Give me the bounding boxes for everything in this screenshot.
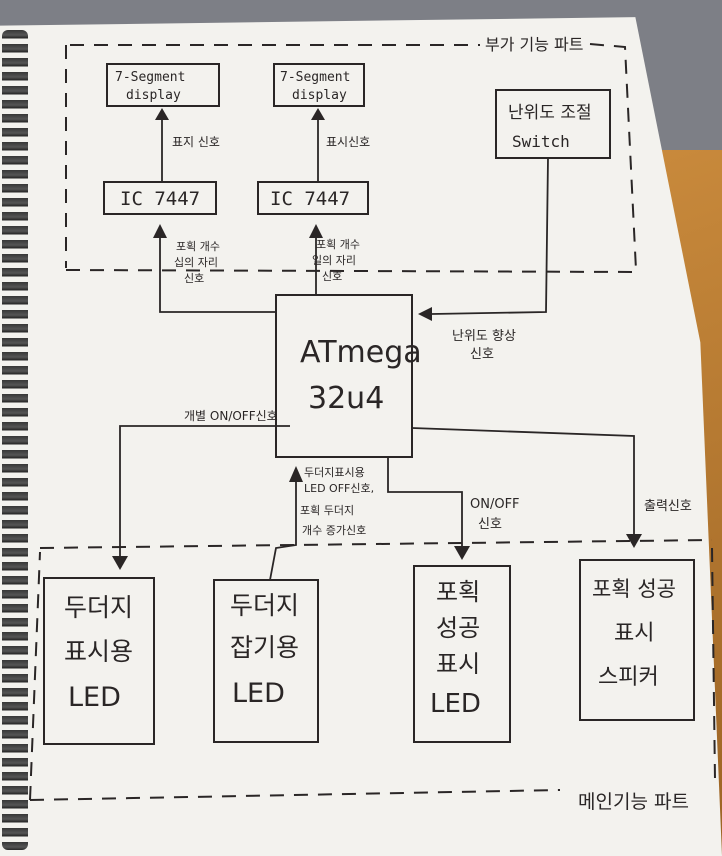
speaker-line3: 스피커: [598, 665, 659, 690]
difficulty-up-line2: 신호: [470, 347, 494, 362]
led3-line1: 포획: [436, 578, 480, 606]
main-section-top-border: [39, 539, 713, 549]
switch-to-mcu-line: [431, 157, 549, 315]
display-signal-2: 표시신호: [326, 135, 370, 149]
led3-line2: 성공: [436, 614, 480, 642]
mole-led-in-line3: 포획 두더지: [300, 504, 354, 517]
mcu-line1: ATmega: [300, 335, 422, 370]
seg-display-1-box: [106, 63, 220, 107]
led2-line1: 두더지: [230, 591, 299, 620]
mcu-to-speaker-line: [411, 427, 635, 536]
count-ones-line1: 포획 개수: [316, 238, 360, 251]
ic1-to-seg1-arrowhead: [155, 108, 169, 120]
ic-7447-1-box: [103, 181, 217, 215]
ic-7447-2-box: [257, 181, 369, 215]
seg-display-1-line2: display: [126, 88, 181, 103]
switch-to-mcu-arrowhead: [418, 307, 432, 321]
seg-display-2-box: [273, 63, 365, 107]
count-tens-line3: 신호: [184, 272, 204, 285]
count-ones-line2: 일의 자리: [312, 253, 356, 267]
main-section-title: 메인기능 파트: [578, 791, 689, 813]
mcu-to-success-led-line: [387, 457, 463, 548]
mcu-to-ic2-arrowhead: [309, 224, 323, 238]
led-mole-catch-box: [213, 579, 319, 743]
spiral-binding: [2, 30, 28, 850]
ic-7447-1-label: IC 7447: [120, 188, 200, 210]
led1-line3: LED: [68, 682, 121, 713]
led-mole-display-box: [43, 577, 155, 745]
switch-line2: Switch: [512, 132, 570, 151]
mole-led-in-line2: LED OFF신호,: [304, 482, 374, 495]
count-ones-line3: 신호: [322, 270, 342, 283]
mole-led-in-line1: 두더지표시용: [304, 466, 365, 479]
seg-display-2-line2: display: [292, 88, 347, 103]
switch-line1: 난위도 조절: [508, 103, 592, 123]
main-section-bottom-border: [29, 789, 561, 801]
led3-line3: 표시: [436, 650, 480, 678]
mcu-box: [275, 294, 413, 458]
mcu-line2: 32u4: [308, 381, 384, 416]
count-tens-line1: 포획 개수: [176, 240, 220, 253]
count-tens-line2: 십의 자리: [174, 256, 218, 269]
mcu-to-led1-arrowhead: [112, 556, 128, 570]
led-success-box: [413, 565, 511, 743]
individual-onoff-signal: 개별 ON/OFF신호: [184, 409, 278, 423]
speaker-line2: 표시: [614, 621, 654, 646]
ic-7447-2-label: IC 7447: [270, 188, 350, 210]
display-signal-1: 표지 신호: [172, 135, 220, 149]
mcu-to-success-led-arrowhead: [454, 546, 470, 560]
mcu-to-led1-line: [119, 425, 290, 558]
difficulty-switch-box: [495, 89, 611, 159]
aux-section-title: 부가 기능 파트: [485, 35, 584, 54]
led2-to-mcu-line: [269, 480, 297, 581]
onoff-line2: 신호: [478, 517, 502, 532]
aux-section-bottom-border: [65, 269, 637, 273]
output-signal: 출력신호: [644, 499, 692, 514]
seg-display-2-line1: 7-Segment: [280, 70, 350, 85]
seg-display-1-line1: 7-Segment: [115, 70, 185, 85]
led2-to-mcu-arrowhead: [289, 466, 303, 482]
mcu-to-speaker-arrowhead: [626, 534, 642, 548]
speaker-line1: 포획 성공: [592, 577, 676, 601]
mole-led-in-line4: 개수 증가신호: [302, 524, 366, 537]
aux-section-right-border: [589, 43, 637, 271]
mcu-to-ic1-arrowhead: [153, 224, 167, 238]
main-section-left-border: [29, 551, 41, 801]
speaker-box: [579, 559, 695, 721]
mcu-to-ic1-line: [159, 236, 276, 313]
difficulty-up-line1: 난위도 향상: [452, 329, 516, 344]
led2-line3: LED: [232, 678, 285, 709]
led1-line2: 표시용: [64, 637, 133, 666]
led3-line4: LED: [430, 689, 481, 719]
main-section-right-border: [711, 547, 716, 781]
onoff-line1: ON/OFF: [470, 497, 520, 512]
ic2-to-seg2-arrowhead: [311, 108, 325, 120]
led2-line2: 잡기용: [230, 633, 299, 662]
led1-line1: 두더지: [64, 593, 133, 622]
